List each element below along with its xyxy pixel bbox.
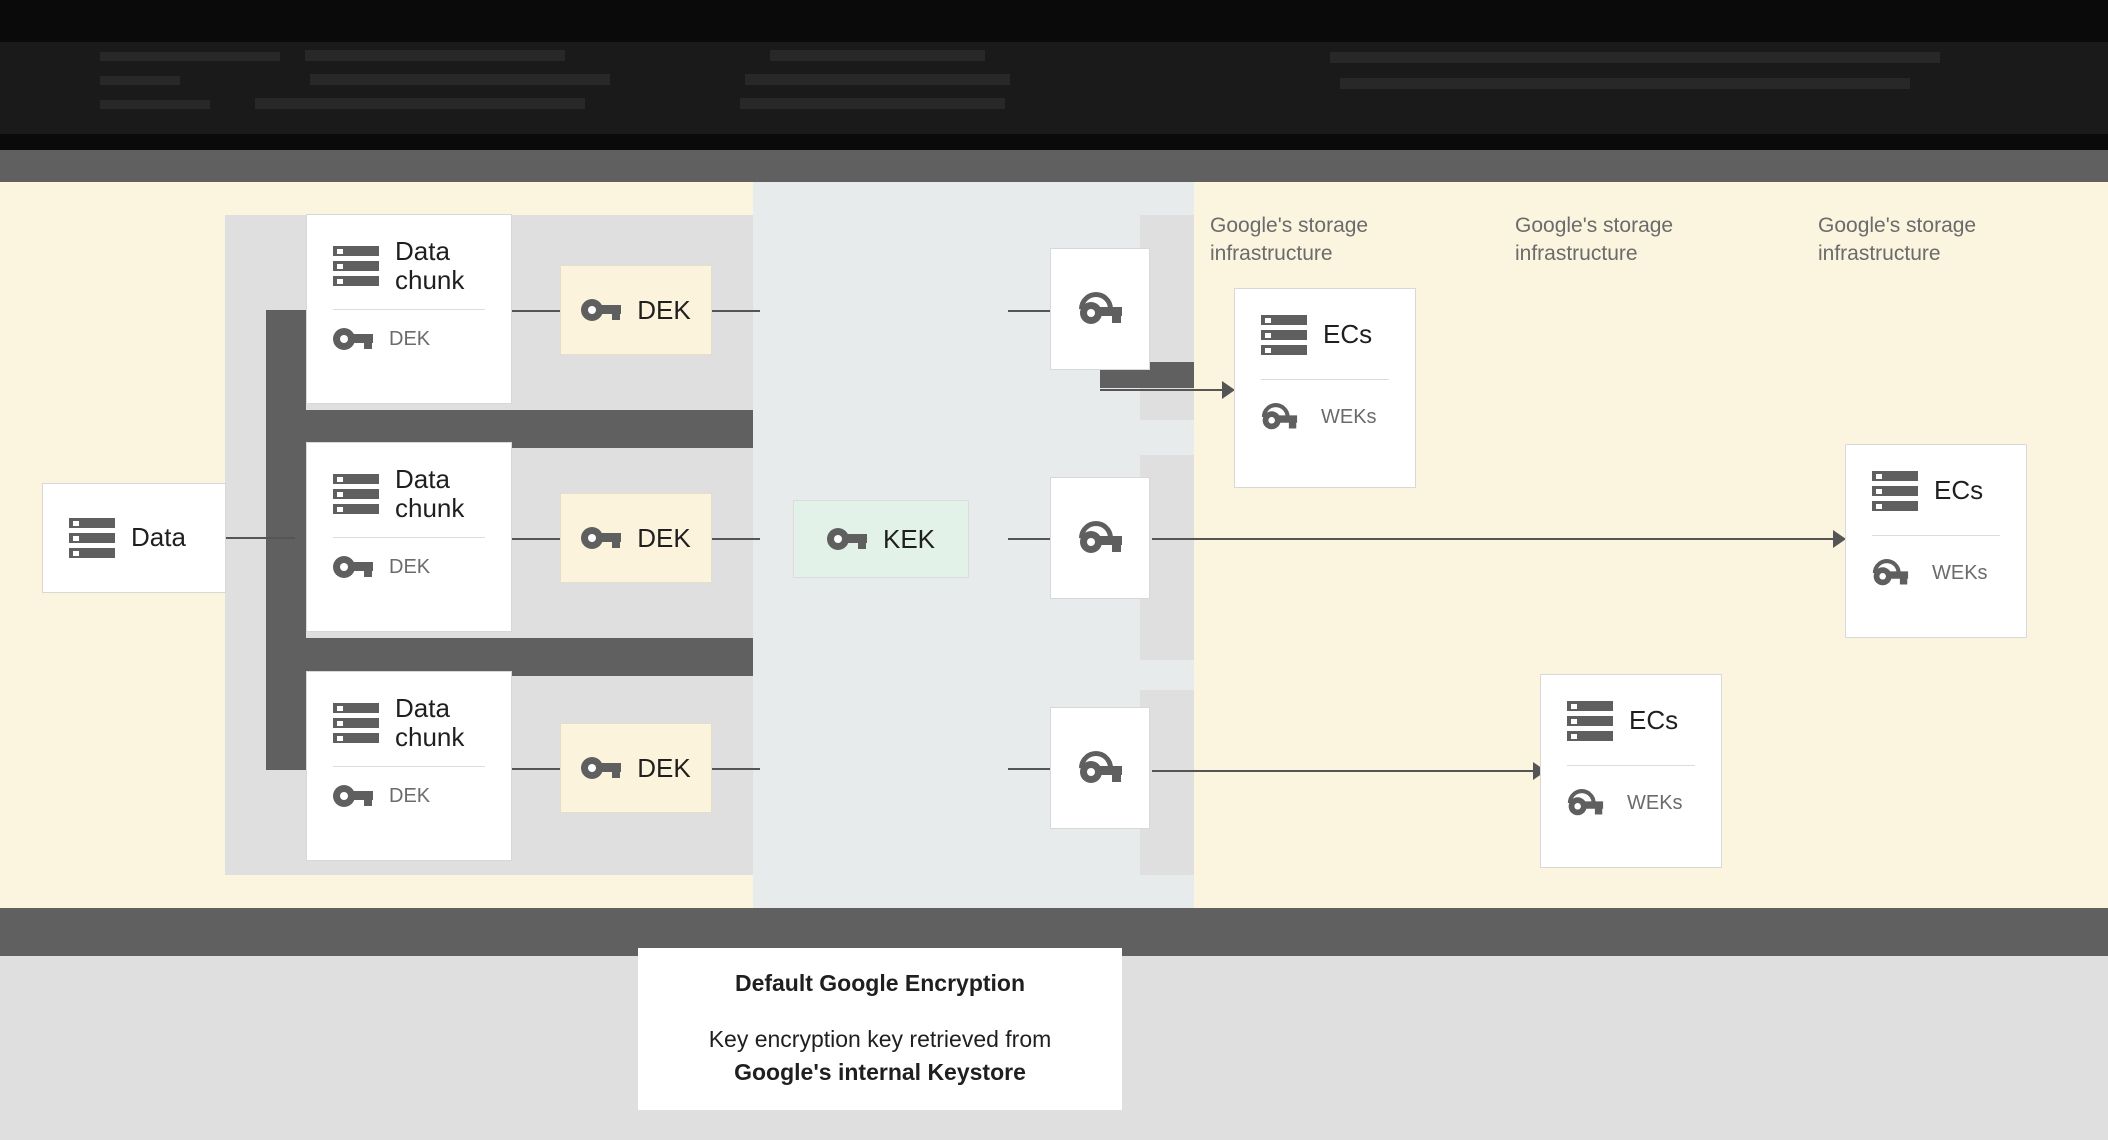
key-icon	[581, 755, 622, 781]
server-icon	[333, 246, 379, 287]
arrow-shaft-ec1	[1100, 389, 1224, 391]
key-icon	[826, 526, 867, 552]
card-ecs-title: ECs	[1934, 475, 1984, 506]
double-key-icon	[1562, 783, 1604, 823]
arrow-head-ec2	[1833, 530, 1846, 548]
server-icon	[333, 474, 379, 515]
card-ecs-3[interactable]: ECs WEKs	[1540, 674, 1722, 868]
label-storage-infrastructure-3: Google's storage infrastructure	[1818, 214, 1977, 266]
double-key-icon	[1071, 284, 1122, 334]
label-storage-infrastructure-1: Google's storage infrastructure	[1210, 214, 1369, 266]
server-icon	[69, 518, 115, 558]
top-grey-separator	[0, 150, 2108, 182]
server-icon	[333, 703, 379, 744]
connector-dek2-out	[712, 538, 760, 540]
caption-body: Key encryption key retrieved from Google…	[709, 1023, 1052, 1088]
connector-to-wek1	[1008, 310, 1050, 312]
key-icon	[333, 783, 373, 809]
box-dek-2[interactable]: DEK	[560, 493, 712, 583]
key-icon	[333, 554, 373, 580]
card-data-chunk-3[interactable]: Data chunk DEK	[306, 671, 512, 861]
card-chunk-title: Data chunk	[395, 464, 465, 524]
box-dek-1[interactable]: DEK	[560, 265, 712, 355]
double-key-icon	[1256, 397, 1298, 437]
double-key-icon	[1071, 743, 1122, 793]
connector-kek-to-wek2	[1008, 538, 1050, 540]
card-data-chunk-1[interactable]: Data chunk DEK	[306, 214, 512, 404]
card-data-title: Data	[131, 522, 186, 553]
card-data[interactable]: Data	[42, 483, 226, 593]
box-dek-label: DEK	[637, 522, 691, 553]
card-divider	[333, 537, 485, 539]
card-chunk-sub: DEK	[389, 327, 431, 350]
card-divider	[333, 309, 485, 311]
box-dek-3[interactable]: DEK	[560, 723, 712, 813]
card-chunk-title: Data chunk	[395, 693, 465, 753]
card-ecs-2[interactable]: ECs WEKs	[1845, 444, 2027, 638]
box-dek-label: DEK	[637, 752, 691, 783]
obscured-banner-text	[0, 42, 2108, 134]
card-divider	[1567, 765, 1695, 766]
bracket-arm-upper	[266, 410, 753, 448]
card-chunk-sub: DEK	[389, 784, 431, 807]
card-ecs-sub: WEKs	[1321, 405, 1377, 428]
card-ecs-sub: WEKs	[1932, 561, 1988, 584]
connector-chunk1-to-dek1	[512, 310, 560, 312]
arrow-shaft-ec3	[1152, 770, 1538, 772]
box-wek-1[interactable]	[1050, 248, 1150, 370]
caption-line1: Key encryption key retrieved from	[708, 1025, 1052, 1052]
key-icon	[581, 525, 622, 551]
connector-chunk2-to-dek2	[512, 538, 560, 540]
card-data-chunk-2[interactable]: Data chunk DEK	[306, 442, 512, 632]
caption-box: Default Google Encryption Key encryption…	[638, 948, 1122, 1110]
arrow-shaft-ec2	[1152, 538, 1838, 540]
caption-line2: Google's internal Keystore	[734, 1058, 1026, 1085]
arrow-head-ec1	[1222, 381, 1235, 399]
server-icon	[1261, 315, 1307, 355]
box-kek-label: KEK	[882, 523, 936, 554]
card-divider	[1872, 535, 2000, 536]
key-icon	[581, 297, 622, 323]
box-wek-3[interactable]	[1050, 707, 1150, 829]
card-ecs-title: ECs	[1323, 319, 1373, 350]
key-icon	[333, 326, 373, 352]
double-key-icon	[1071, 513, 1122, 563]
card-ecs-1[interactable]: ECs WEKs	[1234, 288, 1416, 488]
caption-title: Default Google Encryption	[734, 969, 1026, 996]
box-wek-2[interactable]	[1050, 477, 1150, 599]
connector-dek1-out	[712, 310, 760, 312]
bracket-stem	[266, 310, 306, 770]
double-key-icon	[1867, 553, 1909, 593]
card-ecs-title: ECs	[1629, 705, 1679, 736]
connector-to-wek3	[1008, 768, 1050, 770]
server-icon	[1567, 701, 1613, 741]
box-dek-label: DEK	[637, 294, 691, 325]
card-divider	[333, 766, 485, 768]
server-icon	[1872, 471, 1918, 511]
label-storage-infrastructure-2: Google's storage infrastructure	[1515, 214, 1674, 266]
connector-chunk3-to-dek3	[512, 768, 560, 770]
top-obscured-banner	[0, 0, 2108, 150]
connector-data-to-chunks	[225, 537, 295, 539]
bracket-arm-lower	[266, 638, 753, 676]
connector-dek3-out	[712, 768, 760, 770]
card-divider	[1261, 379, 1389, 380]
box-kek[interactable]: KEK	[793, 500, 969, 578]
card-chunk-title: Data chunk	[395, 236, 465, 296]
card-ecs-sub: WEKs	[1627, 791, 1683, 814]
card-chunk-sub: DEK	[389, 555, 431, 578]
